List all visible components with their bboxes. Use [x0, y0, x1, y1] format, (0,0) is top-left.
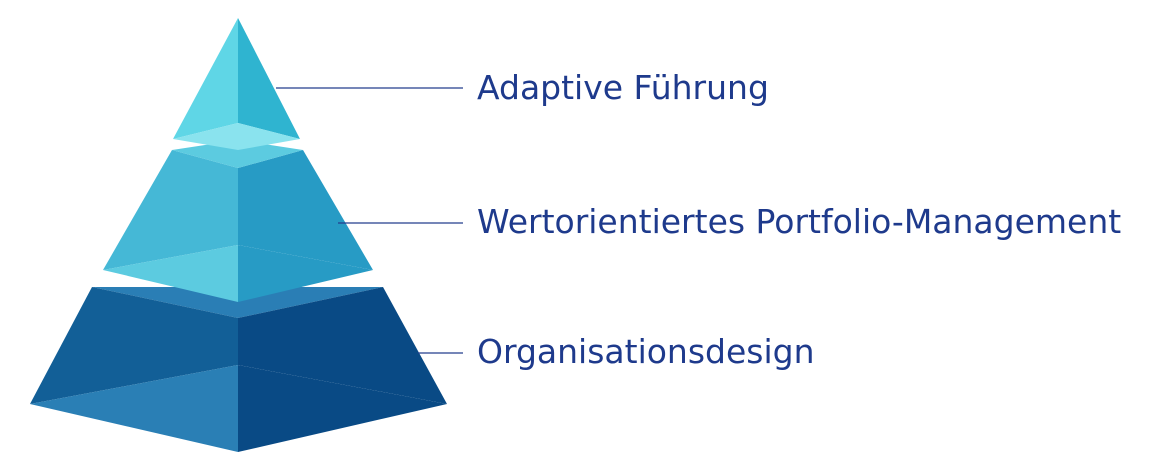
middle-tier-left-face — [103, 150, 238, 270]
top-tier-underside-left — [173, 123, 238, 150]
middle-tier-top-rim — [172, 140, 303, 168]
pyramid-tier-middle — [103, 140, 373, 302]
tier-label-bottom: Organisationsdesign — [477, 332, 815, 371]
top-tier-underside-right — [238, 123, 300, 150]
bottom-tier-underside-left — [30, 365, 238, 452]
bottom-tier-top-face — [92, 287, 383, 318]
pyramid-tier-bottom — [30, 287, 447, 452]
bottom-tier-underside-right — [238, 365, 447, 452]
middle-tier-underside-right — [238, 245, 373, 302]
middle-tier-underside-left — [103, 245, 238, 302]
tier-label-middle: Wertorientiertes Portfolio-Management — [477, 202, 1121, 241]
pyramid-tier-top — [173, 18, 300, 150]
tier-label-top: Adaptive Führung — [477, 68, 769, 107]
top-tier-right-face — [238, 18, 300, 139]
top-tier-left-face — [173, 18, 238, 139]
middle-tier-right-face — [238, 150, 373, 270]
